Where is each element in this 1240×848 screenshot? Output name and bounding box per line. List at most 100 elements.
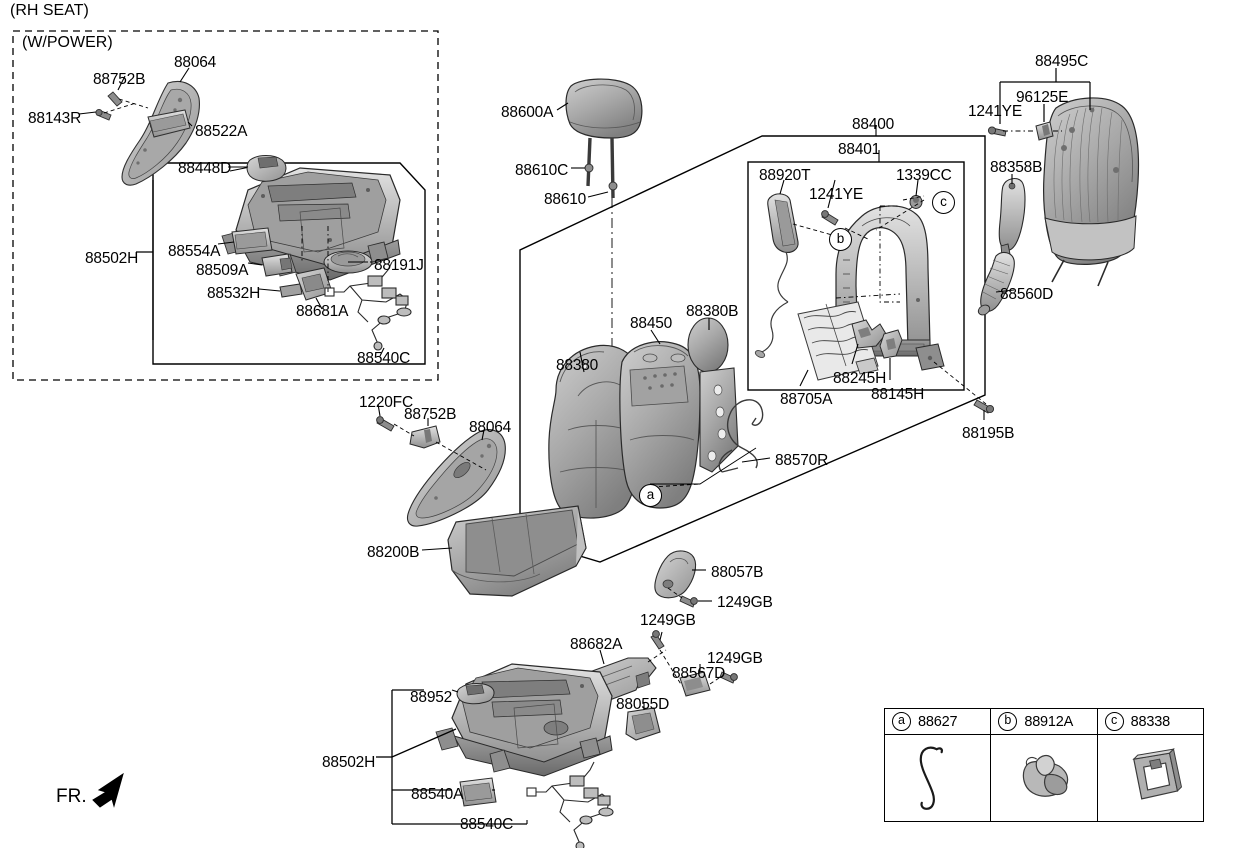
legend-cell-a: a 88627 xyxy=(885,709,992,821)
part-label-88502H-upper: 88502H xyxy=(85,250,139,267)
part-graphic-88064-lower xyxy=(406,429,506,527)
part-label-88380: 88380 xyxy=(556,357,599,374)
part-graphic-88705A xyxy=(797,301,879,381)
part-label-88705A: 88705A xyxy=(780,391,833,408)
part-graphic-1241YE-outer xyxy=(987,126,1007,137)
part-graphic-88560D xyxy=(977,251,1015,316)
part-graphic-88540C-lower xyxy=(526,761,614,848)
part-label-1249GB-c: 1249GB xyxy=(707,650,763,667)
legend-key-a: a xyxy=(892,712,911,731)
part-graphic-88200B xyxy=(447,505,587,597)
part-label-88057B: 88057B xyxy=(711,564,764,581)
part-graphic-88522A xyxy=(147,109,191,138)
part-graphic-88952 xyxy=(456,683,495,705)
part-label-88610: 88610 xyxy=(544,191,587,208)
part-label-88064-lower: 88064 xyxy=(469,419,512,436)
part-label-88752B-lower: 88752B xyxy=(404,406,457,423)
part-label-88752B-upper: 88752B xyxy=(93,71,146,88)
legend-key-b: b xyxy=(998,712,1018,731)
part-label-88509A: 88509A xyxy=(196,262,249,279)
leader-lines-right xyxy=(995,174,1015,293)
hook-wire-icon xyxy=(919,746,943,810)
part-label-1220FC: 1220FC xyxy=(359,394,413,411)
part-label-88143R: 88143R xyxy=(28,110,82,127)
part-graphic-88448D xyxy=(246,155,287,182)
part-graphic-1241YE-inner xyxy=(821,210,839,226)
part-graphic-88600A xyxy=(565,78,643,139)
part-label-88920T: 88920T xyxy=(759,167,811,184)
clip-grommet-icon xyxy=(1023,754,1069,797)
part-graphic-88358B xyxy=(998,177,1026,257)
part-label-88570R: 88570R xyxy=(775,452,829,469)
square-clip-icon xyxy=(1131,748,1182,800)
part-label-88610C: 88610C xyxy=(515,162,569,179)
part-label-88358B: 88358B xyxy=(990,159,1043,176)
part-graphic-88532H xyxy=(279,283,303,298)
bracket-88502H-upper xyxy=(136,180,154,340)
part-graphic-88567D xyxy=(679,671,711,697)
part-label-88401: 88401 xyxy=(838,141,881,158)
part-label-88055D: 88055D xyxy=(616,696,670,713)
part-label-88952: 88952 xyxy=(410,689,453,706)
leader-lines-back-cover xyxy=(579,318,771,463)
legend-key-c: c xyxy=(1104,712,1124,731)
leader-lines-cushion xyxy=(377,403,485,551)
part-label-96125E: 96125E xyxy=(1016,89,1069,106)
callout-dashed-lines xyxy=(651,483,701,488)
part-graphic-88495C xyxy=(1043,97,1140,287)
part-graphic-88509A xyxy=(261,253,293,277)
part-label-88600A: 88600A xyxy=(501,104,554,121)
legend-image-c xyxy=(1098,735,1203,820)
callout-marker-c: c xyxy=(932,191,955,214)
fr-direction-arrow-icon xyxy=(92,772,124,808)
back-frame-inner-boundary xyxy=(747,161,965,391)
callout-marker-a-main: a xyxy=(639,484,662,507)
legend-cell-b: b 88912A xyxy=(991,709,1098,821)
bracket-88495C xyxy=(999,68,1091,124)
part-label-88448D: 88448D xyxy=(178,160,232,177)
part-graphic-88752B-lower xyxy=(409,425,441,449)
leader-lines-trim xyxy=(599,569,712,710)
part-graphic-88057B xyxy=(654,550,697,599)
part-label-88400: 88400 xyxy=(852,116,895,133)
part-label-88145H: 88145H xyxy=(871,386,925,403)
part-label-1249GB-b: 1249GB xyxy=(640,612,696,629)
assembly-dashed-cushion xyxy=(393,423,487,471)
leader-lines-headrest xyxy=(556,102,609,198)
part-label-88567D: 88567D xyxy=(672,665,726,682)
legend-number-c: 88338 xyxy=(1130,713,1171,730)
part-label-88540C-lower: 88540C xyxy=(460,816,514,833)
part-label-88195B: 88195B xyxy=(962,425,1015,442)
part-graphic-88145H xyxy=(879,329,903,359)
callout-a-leader xyxy=(650,447,757,485)
part-graphic-1249GB-a xyxy=(679,595,698,608)
part-label-88245H: 88245H xyxy=(833,370,887,387)
front-direction-label: FR. xyxy=(56,786,87,807)
part-label-88502H-lower: 88502H xyxy=(322,754,376,771)
part-label-1249GB-a: 1249GB xyxy=(717,594,773,611)
legend-header-c: c 88338 xyxy=(1097,709,1203,735)
legend-header-b: b 88912A xyxy=(991,709,1097,735)
part-graphic-cushion-frame-lower xyxy=(435,663,613,777)
legend-number-b: 88912A xyxy=(1024,713,1074,730)
part-label-88560D: 88560D xyxy=(1000,286,1054,303)
part-graphic-88380B xyxy=(687,317,739,473)
part-graphic-88554A xyxy=(231,227,273,255)
part-graphic-88245H xyxy=(851,319,887,349)
power-option-boundary xyxy=(12,30,439,381)
part-label-88681A: 88681A xyxy=(296,303,349,320)
part-label-88450: 88450 xyxy=(630,315,673,332)
part-graphic-88540A xyxy=(459,777,497,807)
part-label-88495C: 88495C xyxy=(1035,53,1089,70)
legend-table: a 88627 b 88912A xyxy=(884,708,1204,822)
part-graphic-88450 xyxy=(619,341,701,509)
part-label-88522A: 88522A xyxy=(195,123,248,140)
part-graphic-88195B xyxy=(973,399,995,414)
part-graphic-1249GB-b xyxy=(650,630,665,650)
part-label-88064-upper: 88064 xyxy=(174,54,217,71)
centerlines-power-frame xyxy=(301,226,329,292)
part-graphic-1339CC xyxy=(909,195,923,209)
part-label-88532H: 88532H xyxy=(207,285,261,302)
